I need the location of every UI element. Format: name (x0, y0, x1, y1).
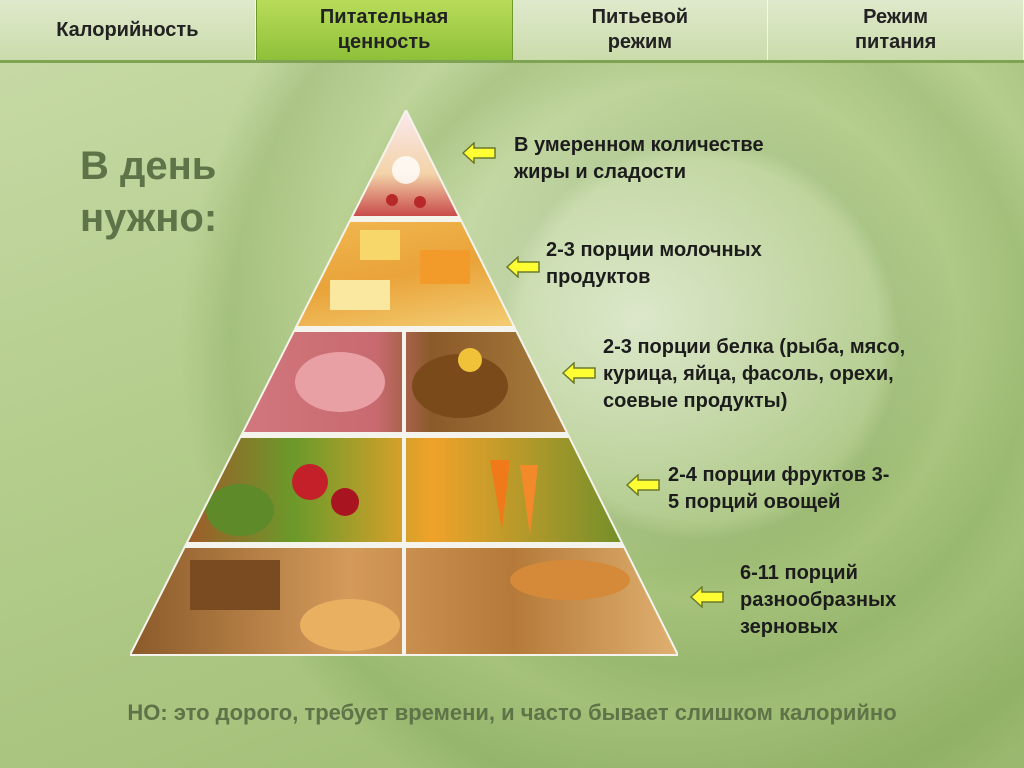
tab-calories[interactable]: Калорийность (0, 0, 256, 60)
tier-grains-label: 6-11 порций разнообразных зерновых (740, 562, 897, 638)
top-navigation: Калорийность Питательная ценность Питьев… (0, 0, 1024, 63)
tier-fruit-veg-label: 2-4 порции фруктов 3-5 порций овощей (668, 464, 890, 513)
arrow-left-icon (690, 586, 724, 608)
tab-meal-schedule[interactable]: Режим питания (768, 0, 1024, 60)
tier-protein-label: 2-3 порции белка (рыба, мясо, курица, яй… (603, 336, 906, 412)
arrow-left-icon (506, 256, 540, 278)
tab-nutritional-value[interactable]: Питательная ценность (255, 0, 513, 60)
arrow-left-icon (462, 142, 496, 164)
page-heading: В день нужно: (80, 144, 218, 240)
footer-note: НО: это дорого, требует времени, и часто… (127, 700, 897, 725)
food-pyramid-image (130, 110, 678, 656)
tier-sweets-label: В умеренном количестве жиры и сладости (514, 134, 764, 183)
arrow-left-icon (562, 362, 596, 384)
tier-dairy-label: 2-3 порции молочных продуктов (546, 239, 762, 288)
tab-drinking-regime[interactable]: Питьевой режим (513, 0, 769, 60)
arrow-left-icon (626, 474, 660, 496)
